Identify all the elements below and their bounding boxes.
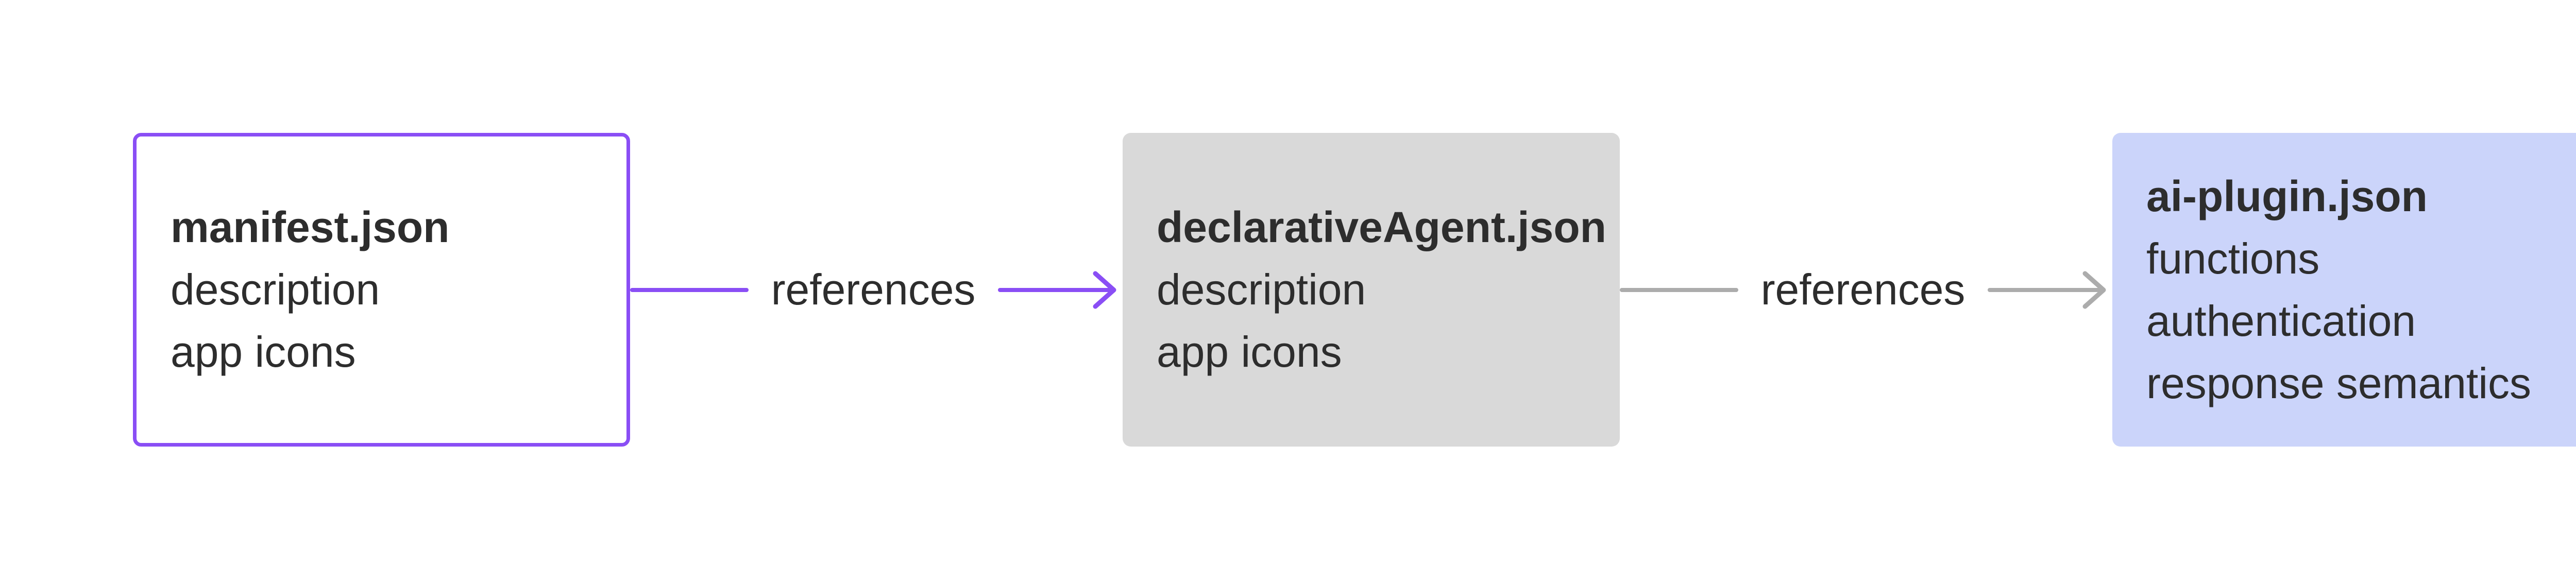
connector-arrow — [998, 270, 1116, 310]
node-manifest-json-item-app-icons: app icons — [171, 328, 356, 376]
connector-declarative-to-aiplugin: references — [1620, 133, 2112, 447]
connector-line — [630, 287, 749, 292]
connector-arrow — [1988, 270, 2106, 310]
connector-label: references — [1760, 265, 1965, 314]
manifest-reference-flow-diagram: manifest.json description app icons refe… — [133, 133, 2576, 447]
node-ai-plugin-json-title: ai-plugin.json — [2146, 172, 2428, 220]
arrowhead-right-icon — [1093, 271, 1116, 309]
node-declarative-agent-json: declarativeAgent.json description app ic… — [1123, 133, 1620, 447]
node-ai-plugin-json-item-response-semantics: response semantics — [2146, 358, 2532, 407]
node-ai-plugin-json-item-functions: functions — [2146, 234, 2320, 283]
node-ai-plugin-json-item-authentication: authentication — [2146, 296, 2416, 345]
node-manifest-json: manifest.json description app icons — [133, 133, 630, 447]
connector-line — [1620, 287, 1738, 292]
connector-manifest-to-declarative: references — [630, 133, 1123, 447]
arrowhead-chevron — [2082, 271, 2106, 309]
node-ai-plugin-json: ai-plugin.json functions authentication … — [2112, 133, 2576, 447]
node-manifest-json-title: manifest.json — [171, 203, 450, 251]
node-manifest-json-item-description: description — [171, 265, 380, 314]
arrowhead-chevron — [1093, 271, 1116, 309]
connector-line — [998, 287, 1115, 292]
node-declarative-agent-json-item-app-icons: app icons — [1157, 328, 1342, 376]
connector-label: references — [771, 265, 976, 314]
node-declarative-agent-json-item-description: description — [1157, 265, 1366, 314]
arrowhead-right-icon — [2082, 271, 2106, 309]
node-declarative-agent-json-title: declarativeAgent.json — [1157, 203, 1606, 251]
connector-line — [1988, 287, 2105, 292]
